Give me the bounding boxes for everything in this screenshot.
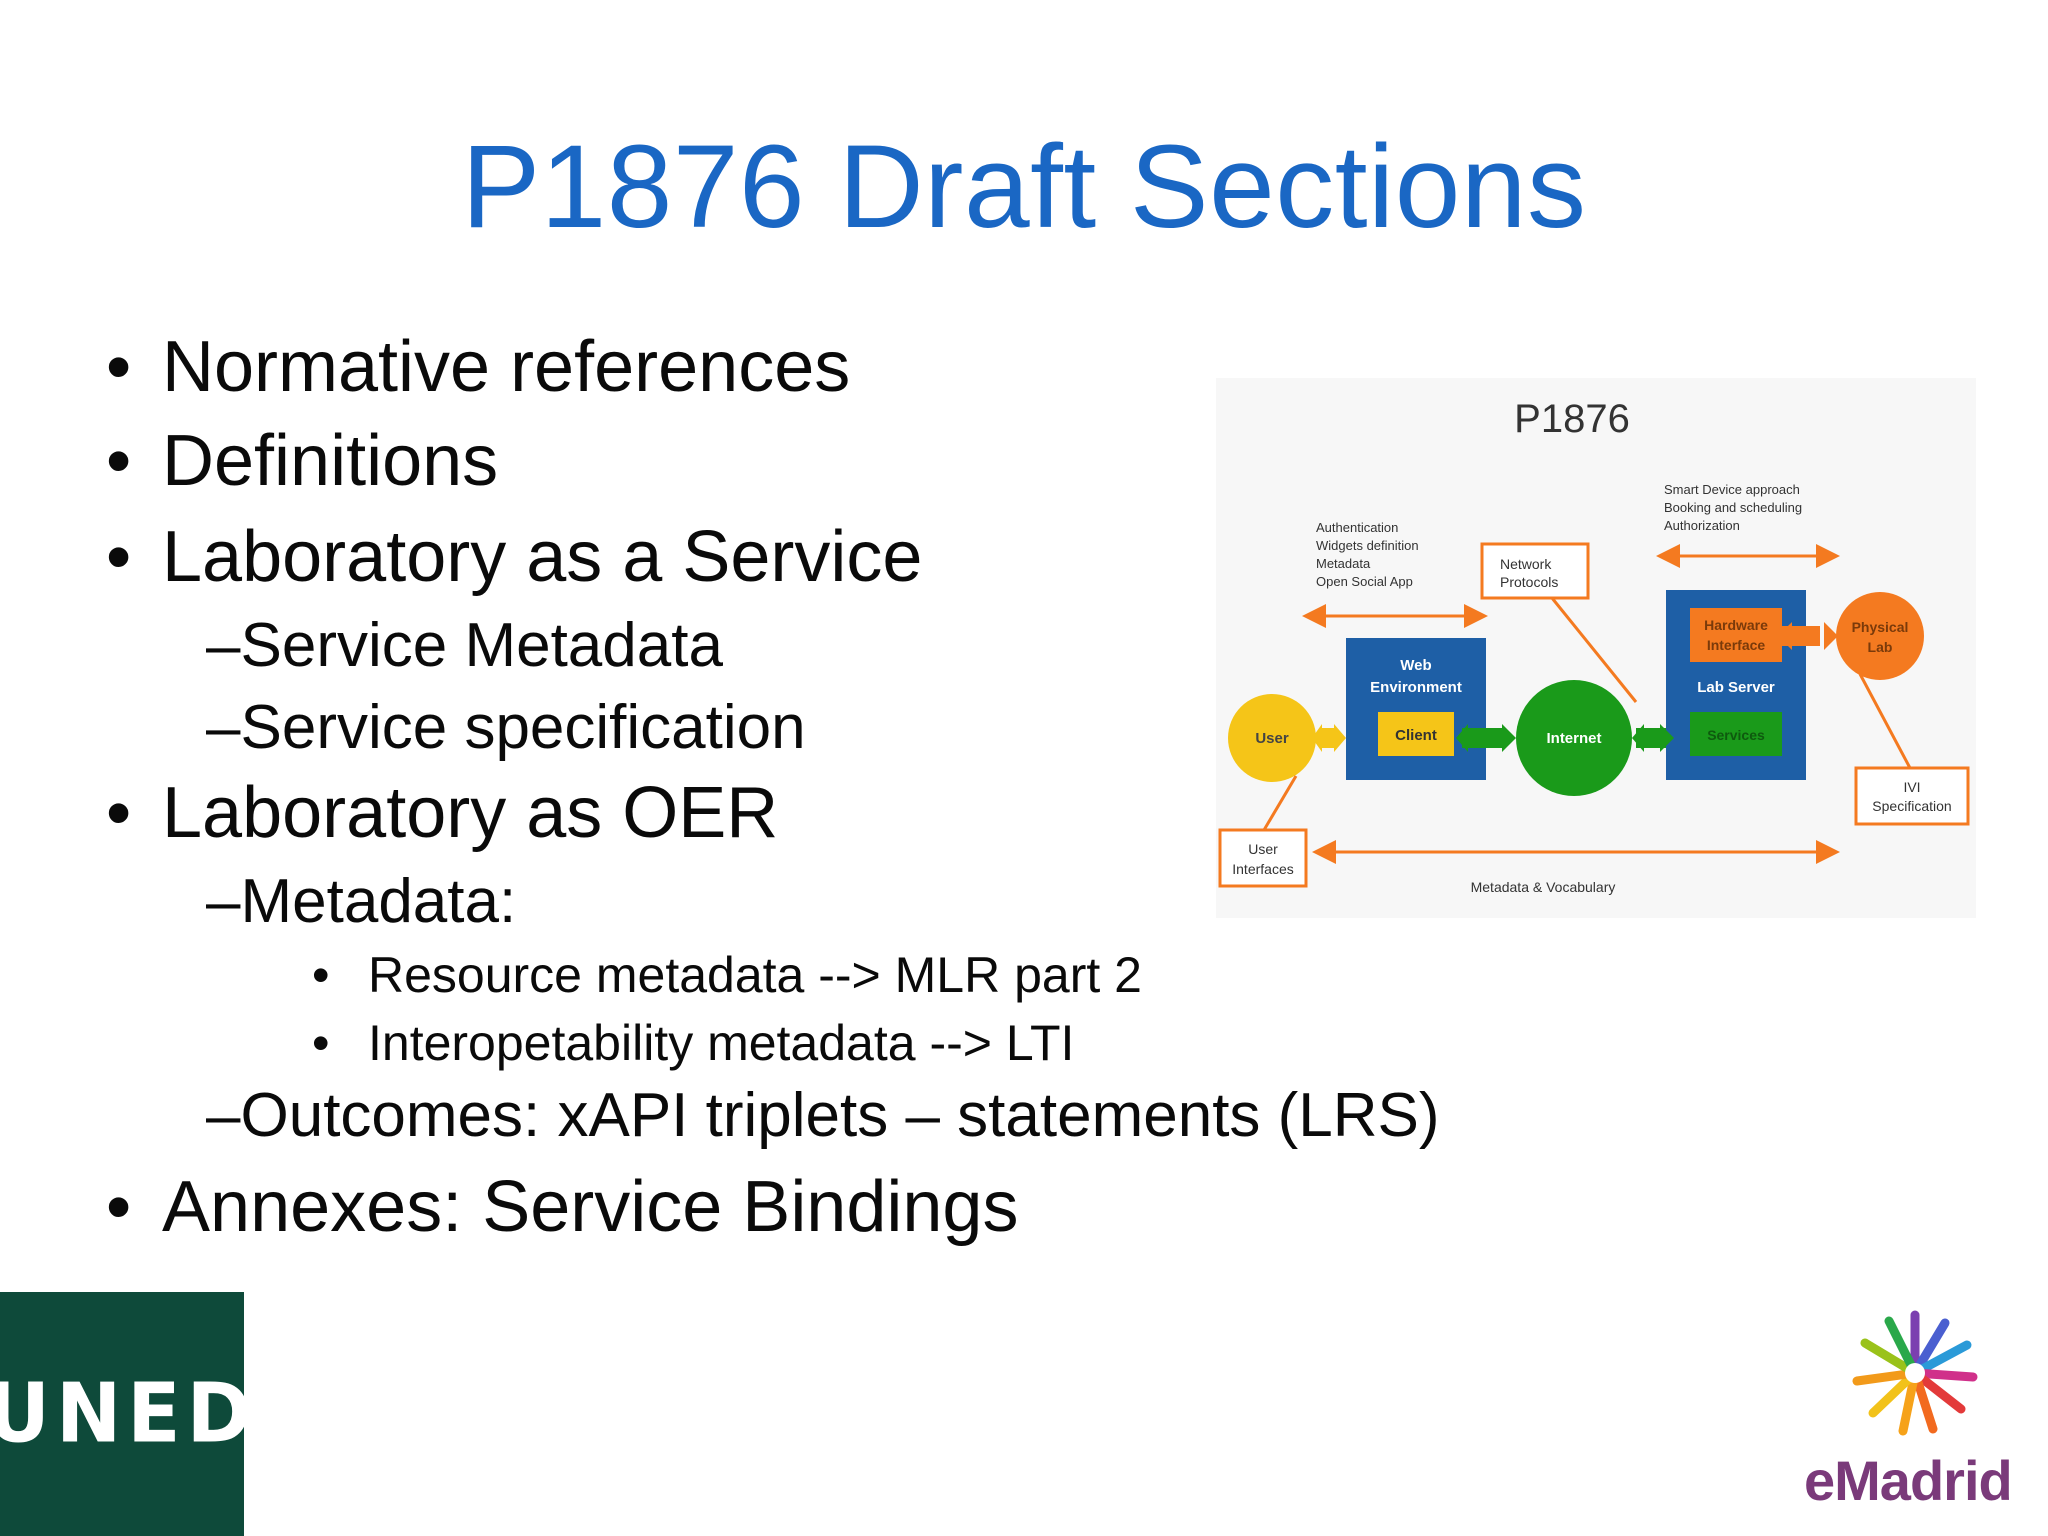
diagram-svg: P1876 Authentication Widgets definition … (1216, 378, 1976, 918)
bullet-text: Definitions (162, 421, 499, 501)
note-open-social-app: Open Social App (1316, 574, 1413, 589)
note-booking-scheduling: Booking and scheduling (1664, 500, 1802, 515)
note-authentication: Authentication (1316, 520, 1398, 535)
bullet-text: Interopetability metadata --> LTI (368, 1015, 1075, 1071)
note-widgets-definition: Widgets definition (1316, 538, 1419, 553)
internet-circle (1516, 680, 1632, 796)
bullet-mark: • (106, 773, 132, 853)
dash-mark: – (206, 611, 241, 680)
user-interfaces-box (1218, 828, 1308, 888)
user-circle (1228, 694, 1316, 782)
dash-mark: – (206, 867, 241, 936)
network-label: Network (1500, 556, 1552, 572)
client-internet-arrow (1462, 728, 1502, 748)
emadrid-logo: eMadrid (1800, 1308, 2020, 1528)
bullet-text: Normative references (162, 327, 851, 407)
emadrid-logo-text: eMadrid (1804, 1449, 2013, 1512)
bullet-text: Laboratory as a Service (162, 517, 923, 597)
internet-label: Internet (1546, 730, 1601, 747)
bullet-text: Outcomes: xAPI triplets – statements (LR… (240, 1081, 1440, 1150)
bullet-text: Resource metadata --> MLR part 2 (368, 947, 1142, 1003)
dash-mark: – (206, 693, 241, 762)
interface-label: Interface (1707, 637, 1766, 653)
services-box (1690, 712, 1782, 756)
bullet-text: Service Metadata (240, 611, 723, 680)
services-label: Services (1707, 727, 1765, 743)
hardware-interface-box (1690, 608, 1782, 662)
user-client-arrow (1320, 728, 1336, 748)
bullet-mark: • (106, 517, 132, 597)
client-label: Client (1395, 727, 1437, 744)
bullet-mark: • (106, 421, 132, 501)
note-metadata: Metadata (1316, 556, 1371, 571)
hardware-label: Hardware (1704, 617, 1768, 633)
emadrid-star-icon (1852, 1310, 1978, 1436)
network-connector (1550, 597, 1638, 703)
bullet-text: Laboratory as OER (162, 773, 779, 853)
user-label: User (1255, 730, 1289, 747)
bullet-mark: • (312, 947, 330, 1003)
bullet-mark: • (106, 1167, 132, 1247)
protocols-label: Protocols (1500, 574, 1558, 590)
diagram-title: P1876 (1514, 397, 1630, 441)
uned-logo-text: UNED (0, 1366, 258, 1462)
ivi-specification-box (1854, 766, 1970, 826)
note-authorization: Authorization (1664, 518, 1740, 533)
bullet-text: Service specification (240, 693, 806, 762)
slide-title: P1876 Draft Sections (461, 121, 1587, 253)
metadata-vocabulary-label: Metadata & Vocabulary (1471, 879, 1616, 895)
bullet-text: Metadata: (240, 867, 517, 936)
lab-server-label: Lab Server (1697, 679, 1775, 696)
uned-logo: UNED (0, 1292, 251, 1536)
auth-notes: Authentication Widgets definition Metada… (1316, 520, 1419, 589)
bullet-mark: • (312, 1015, 330, 1071)
user-interfaces-label-1: User (1248, 841, 1278, 857)
web-environment-box (1346, 638, 1486, 780)
environment-label: Environment (1370, 679, 1462, 696)
ivi-label: IVI (1903, 779, 1920, 795)
client-box (1378, 712, 1454, 756)
web-label: Web (1400, 657, 1431, 674)
bullet-text: Annexes: Service Bindings (162, 1167, 1019, 1247)
lab-label: Lab (1868, 639, 1893, 655)
physical-lab-circle (1836, 592, 1924, 680)
user-interfaces-connector (1262, 775, 1298, 831)
note-smart-device: Smart Device approach (1664, 482, 1800, 497)
specification-label: Specification (1872, 798, 1951, 814)
dash-mark: – (206, 1081, 241, 1150)
user-interfaces-label-2: Interfaces (1232, 861, 1293, 877)
p1876-architecture-diagram: P1876 Authentication Widgets definition … (1216, 378, 1976, 918)
physical-label: Physical (1852, 619, 1909, 635)
smart-notes: Smart Device approach Booking and schedu… (1664, 482, 1802, 533)
bullet-mark: • (106, 327, 132, 407)
network-protocols-box (1480, 542, 1590, 600)
ivi-connector (1858, 673, 1912, 769)
